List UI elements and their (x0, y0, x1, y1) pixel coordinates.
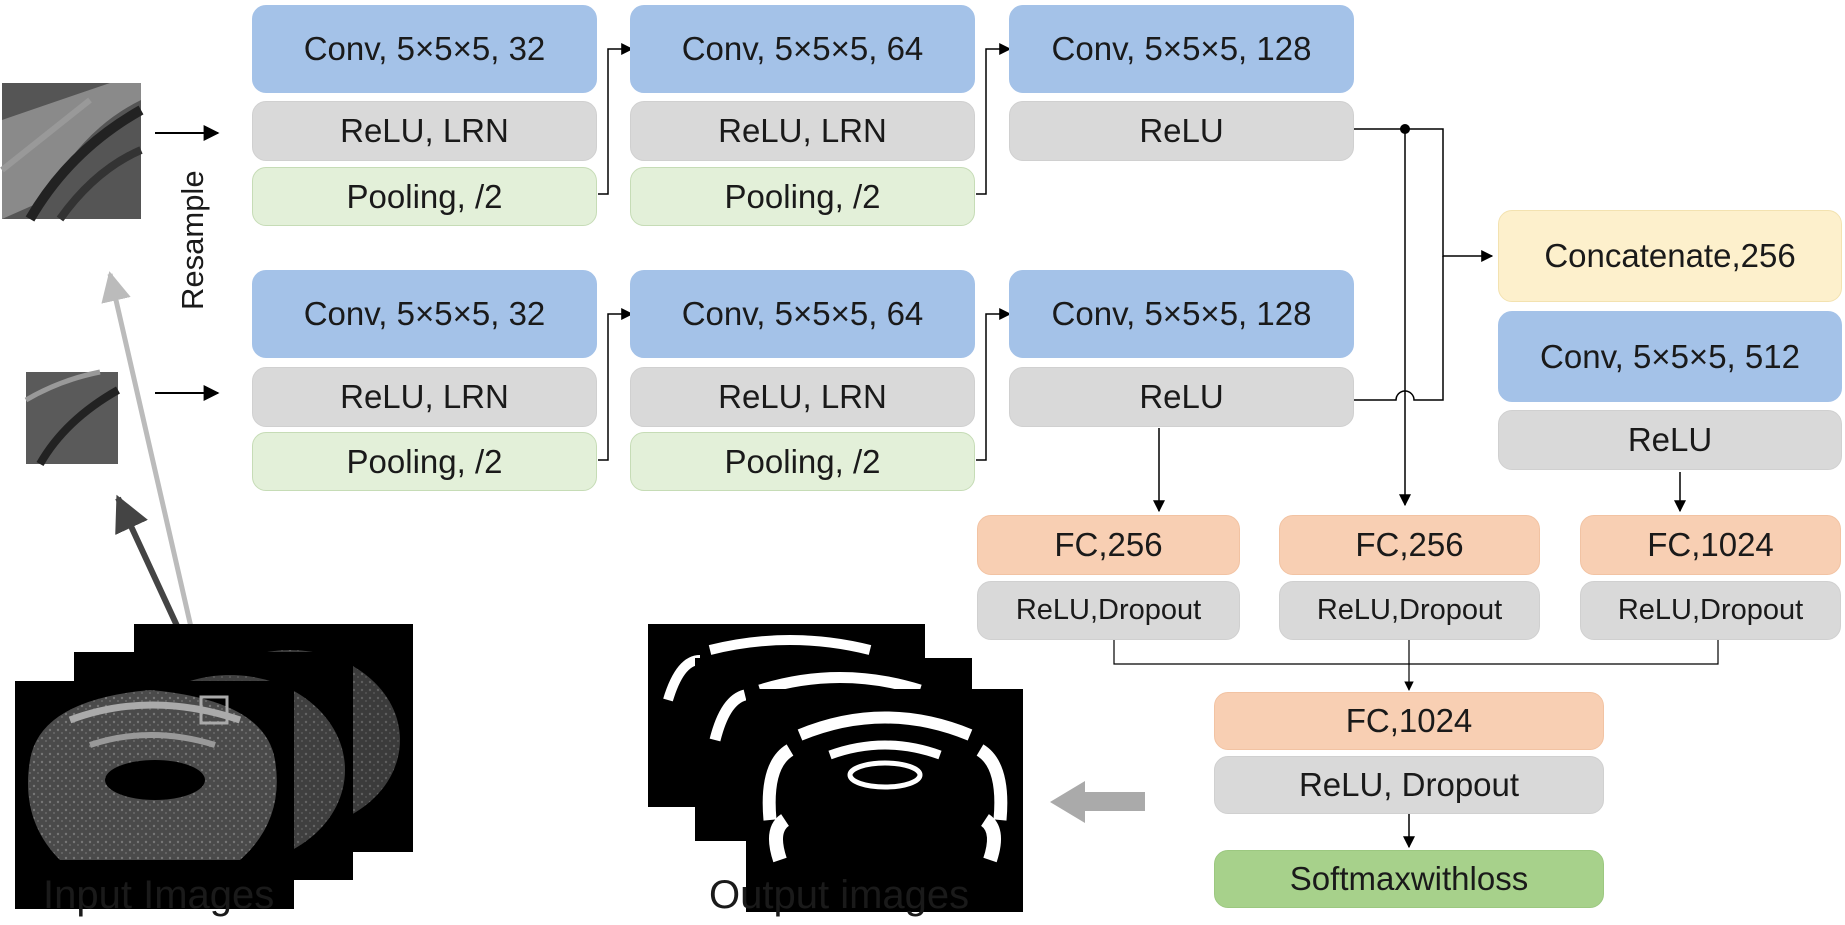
final-relu-box: ReLU, Dropout (1214, 756, 1604, 814)
top-conv1-box: Conv, 5×5×5, 32 (252, 5, 597, 93)
fc-head-3: FC,1024 (1580, 515, 1841, 575)
output-image-stack (648, 624, 1023, 912)
input-image-stack (15, 624, 413, 909)
bottom-pool2-box: Pooling, /2 (630, 432, 975, 491)
resample-label: Resample (175, 170, 210, 310)
large-patch-image (0, 83, 144, 222)
bottom-conv1-box: Conv, 5×5×5, 32 (252, 270, 597, 358)
output-arrow (1050, 781, 1145, 823)
top-relu1-box: ReLU, LRN (252, 101, 597, 161)
top-conv2-box: Conv, 5×5×5, 64 (630, 5, 975, 93)
fc-head-2: FC,256 (1279, 515, 1540, 575)
merge-relu-box: ReLU (1498, 410, 1842, 470)
fc-head-1-relu: ReLU,Dropout (977, 581, 1240, 640)
top-pool1-box: Pooling, /2 (252, 167, 597, 226)
bottom-relu3-box: ReLU (1009, 367, 1354, 427)
merge-conv-box: Conv, 5×5×5, 512 (1498, 311, 1842, 402)
softmax-loss-box: Softmaxwithloss (1214, 850, 1604, 908)
fc-head-1: FC,256 (977, 515, 1240, 575)
top-pool2-box: Pooling, /2 (630, 167, 975, 226)
bottom-relu1-box: ReLU, LRN (252, 367, 597, 427)
fc-head-2-relu: ReLU,Dropout (1279, 581, 1540, 640)
final-fc-box: FC,1024 (1214, 692, 1604, 750)
bottom-pool1-box: Pooling, /2 (252, 432, 597, 491)
bottom-conv2-box: Conv, 5×5×5, 64 (630, 270, 975, 358)
top-relu3-box: ReLU (1009, 101, 1354, 161)
top-relu2-box: ReLU, LRN (630, 101, 975, 161)
small-patch-image (24, 369, 120, 466)
top-conv3-box: Conv, 5×5×5, 128 (1009, 5, 1354, 93)
bottom-conv3-box: Conv, 5×5×5, 128 (1009, 270, 1354, 358)
concatenate-box: Concatenate,256 (1498, 210, 1842, 302)
fc-head-3-relu: ReLU,Dropout (1580, 581, 1841, 640)
output-images-caption: Output images (709, 873, 970, 917)
input-images-caption: Input Images (43, 873, 275, 917)
bottom-relu2-box: ReLU, LRN (630, 367, 975, 427)
